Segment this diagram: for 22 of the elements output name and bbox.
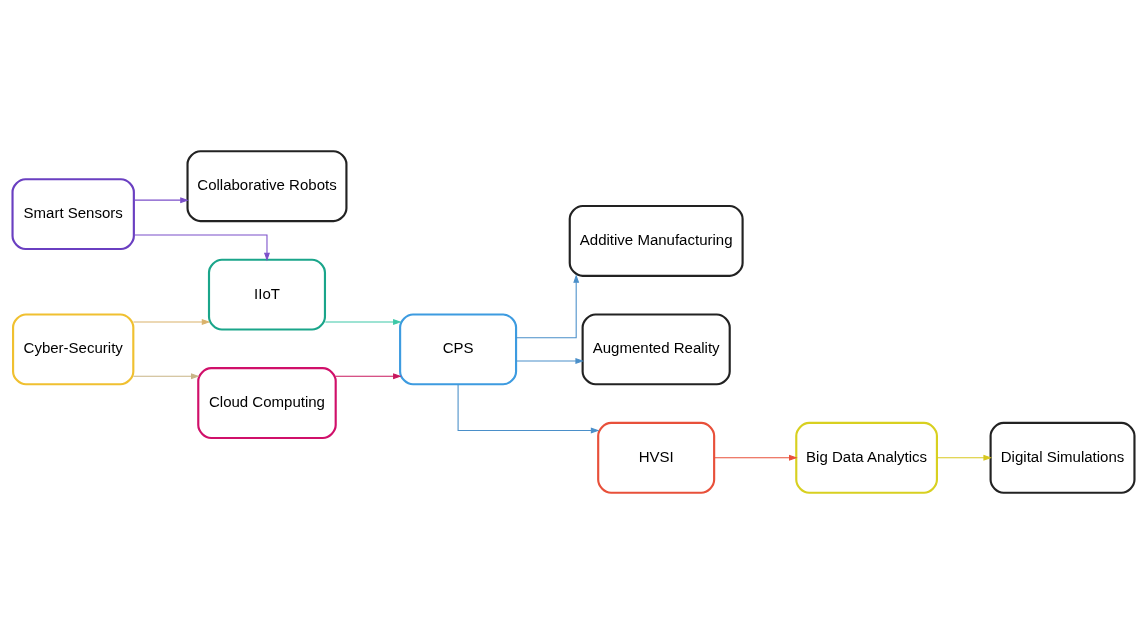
- node-box: Cloud Computing: [197, 366, 337, 439]
- arrow: [515, 273, 580, 338]
- node-box: Big Data Analytics: [795, 421, 938, 494]
- arrow: [132, 318, 211, 325]
- node-box: CPS: [399, 312, 518, 385]
- node-box: Additive Manufacturing: [568, 204, 744, 277]
- node-box: HVSI: [597, 421, 716, 494]
- node-box: IIoT: [207, 258, 327, 331]
- arrow: [335, 372, 402, 379]
- node-box: Augmented Reality: [581, 312, 731, 385]
- arrow: [324, 318, 402, 325]
- node-box: Collaborative Robots: [186, 149, 348, 222]
- node-box: Digital Simulations: [989, 421, 1136, 494]
- arrow: [457, 383, 600, 433]
- arrow: [132, 372, 200, 379]
- arrow: [936, 454, 992, 461]
- arrow: [133, 196, 189, 203]
- arrow: [515, 357, 584, 364]
- node-box: Smart Sensors: [11, 177, 135, 250]
- arrow: [133, 234, 270, 261]
- node-box: Cyber-Security: [12, 312, 135, 385]
- arrow: [713, 454, 798, 461]
